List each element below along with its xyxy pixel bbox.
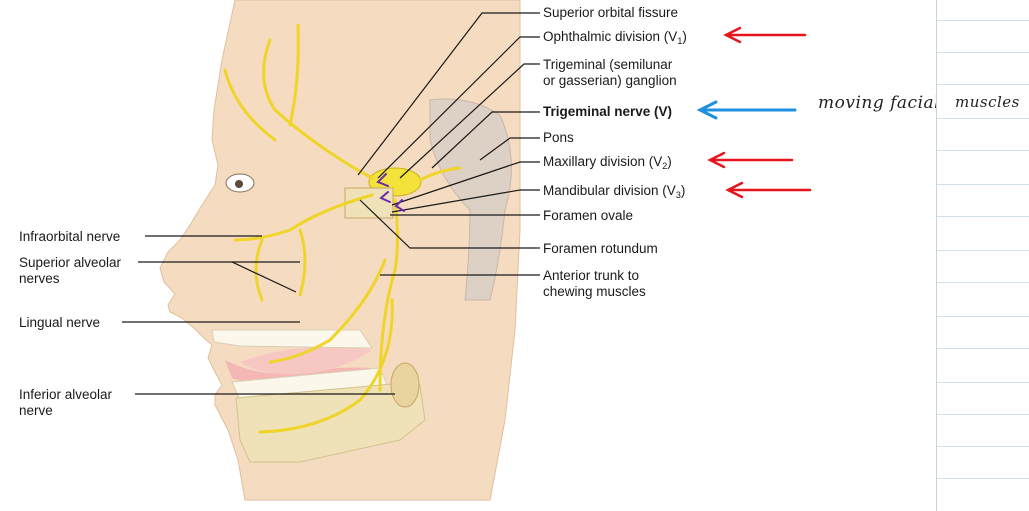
maxillary-close: ) (667, 154, 672, 169)
ophthalmic-branch (262, 38, 374, 180)
label-superior-alveolar-line2: nerves (19, 271, 60, 286)
mandible-cut-section (390, 362, 420, 408)
handwritten-note-muscles: muscles (955, 93, 1020, 111)
label-lingual-nerve: Lingual nerve (19, 315, 101, 330)
maxillary-sub: 2 (662, 161, 668, 171)
eye-pupil (235, 180, 243, 188)
pons-brainstem (429, 98, 512, 301)
label-inferior-alveolar-line1: Inferior alveolar (19, 387, 113, 402)
ophthalmic-sub-2 (223, 68, 277, 142)
mandibular-text: Mandibular division (V (543, 183, 676, 198)
label-anterior-trunk-line2: chewing muscles (543, 284, 646, 299)
red-arrows (707, 26, 812, 199)
maxillary-branch (233, 193, 374, 242)
ophthalmic-text: Ophthalmic division (V (543, 29, 678, 44)
nerve-branches (223, 23, 462, 434)
inferior-alveolar-branch (258, 298, 394, 434)
label-trigeminal-nerve: Trigeminal nerve (V) (543, 104, 673, 119)
ophthalmic-close: ) (682, 29, 687, 44)
leader-lines-left (122, 235, 395, 395)
upper-teeth (211, 329, 373, 349)
label-anterior-trunk-line1: Anterior trunk to (543, 268, 640, 283)
mandibular-sub: 3 (675, 190, 681, 200)
notebook-ruled-panel: muscles (936, 0, 1029, 511)
label-inferior-alveolar-line2: nerve (19, 403, 53, 418)
label-pons: Pons (543, 130, 574, 145)
mandibular-close: ) (680, 183, 686, 198)
label-ophthalmic-division: Ophthalmic division (V1) (543, 29, 687, 46)
trigeminal-nerve-root (418, 166, 462, 182)
label-trigeminal-ganglion-line2: or gasserian) ganglion (543, 73, 677, 88)
label-trigeminal-ganglion-line1: Trigeminal (semilunar (543, 57, 673, 72)
purple-annotation-marks (376, 173, 405, 212)
label-maxillary-division: Maxillary division (V2) (543, 154, 672, 171)
label-foramen-rotundum: Foramen rotundum (543, 241, 658, 256)
tongue (240, 346, 372, 375)
skull-base-bone (344, 187, 394, 219)
blue-arrow (696, 100, 797, 120)
superior-alveolar-branch-2 (254, 238, 264, 302)
lingual-branch (268, 258, 387, 364)
label-mandibular-division: Mandibular division (V3) (543, 183, 686, 200)
ophthalmic-sub-1 (288, 23, 300, 127)
handwritten-note-moving-facial: moving facial (818, 93, 941, 113)
ophthalmic-sub: 1 (677, 36, 683, 46)
label-foramen-ovale: Foramen ovale (543, 208, 634, 223)
maxillary-text: Maxillary division (V (543, 154, 663, 169)
label-infraorbital-nerve: Infraorbital nerve (19, 229, 121, 244)
label-superior-alveolar-line1: Superior alveolar (19, 255, 122, 270)
mandibular-branch (378, 198, 399, 392)
leader-lines-right (357, 12, 540, 276)
label-superior-orbital-fissure: Superior orbital fissure (543, 5, 679, 20)
superior-alveolar-branch (298, 228, 307, 297)
